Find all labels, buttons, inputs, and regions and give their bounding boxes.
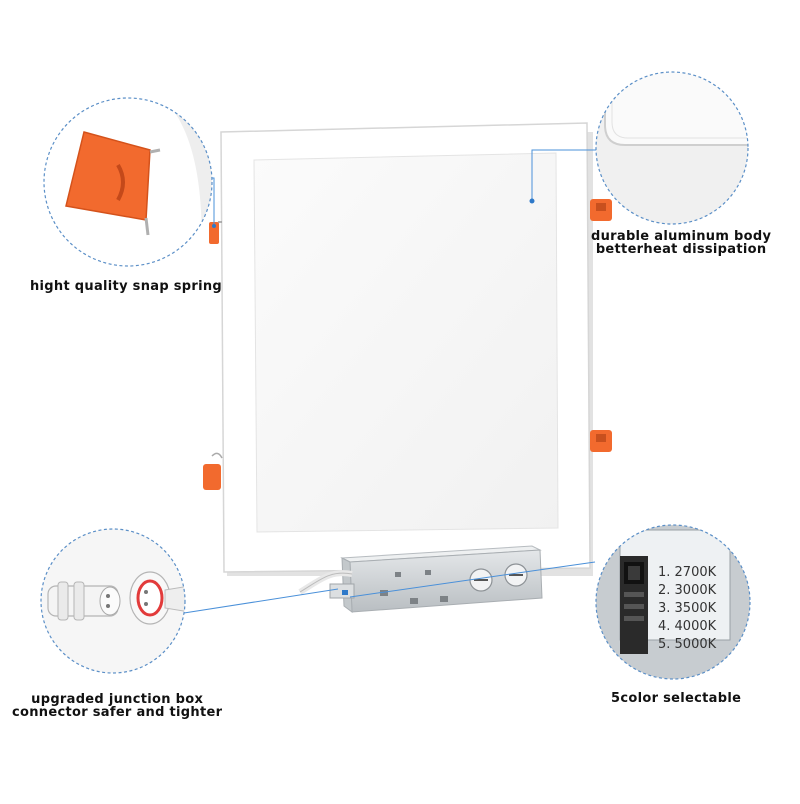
led-panel (220, 122, 593, 576)
caption-text: hight quality snap spring (30, 279, 223, 294)
cct-option-label: 2. 3000K (658, 583, 717, 598)
aluminum-corner-closeup (596, 72, 748, 224)
cct-option-label: 3. 3500K (658, 601, 717, 616)
cct-options-list: 1. 2700K 2. 3000K 3. 3500K 4. 4000K 5. 5000K (658, 565, 717, 652)
connector-female (129, 571, 185, 625)
spring-right-bottom (590, 430, 612, 452)
cct-switch (620, 556, 648, 654)
caption-text: connector safer and tighter (12, 705, 223, 720)
spring-left-bottom (203, 452, 223, 490)
panel-diffuser (253, 152, 559, 533)
connector-male (47, 581, 121, 621)
caption-color-select: 5color selectable (611, 692, 741, 705)
cct-option-label: 4. 4000K (658, 619, 717, 634)
callout-junction-connector (40, 528, 186, 674)
callout-snap-spring (43, 97, 213, 267)
leader-lines (183, 149, 604, 614)
junction-box (298, 545, 543, 614)
spring-right-top (590, 199, 612, 221)
panel-springs (203, 199, 612, 490)
leader-dot (529, 198, 535, 204)
caption-text: durable aluminum body (591, 229, 772, 244)
spring-clip-closeup (66, 132, 150, 220)
caption-text: betterheat dissipation (595, 242, 767, 257)
spring-left-top (209, 221, 222, 244)
caption-aluminum-body: durable aluminum body betterheat dissipa… (591, 230, 771, 256)
caption-text: upgraded junction box (31, 692, 204, 707)
caption-junction-box: upgraded junction box connector safer an… (12, 693, 222, 719)
callout-aluminum-body (595, 71, 749, 225)
cct-option-label: 1. 2700K (658, 565, 717, 580)
cct-option-label: 5. 5000K (658, 637, 717, 652)
caption-snap-spring: hight quality snap spring (30, 280, 222, 293)
caption-text: 5color selectable (611, 691, 742, 706)
callout-color-selector: 1. 2700K 2. 3000K 3. 3500K 4. 4000K 5. 5000K (595, 524, 751, 680)
leader-dot (212, 224, 216, 228)
